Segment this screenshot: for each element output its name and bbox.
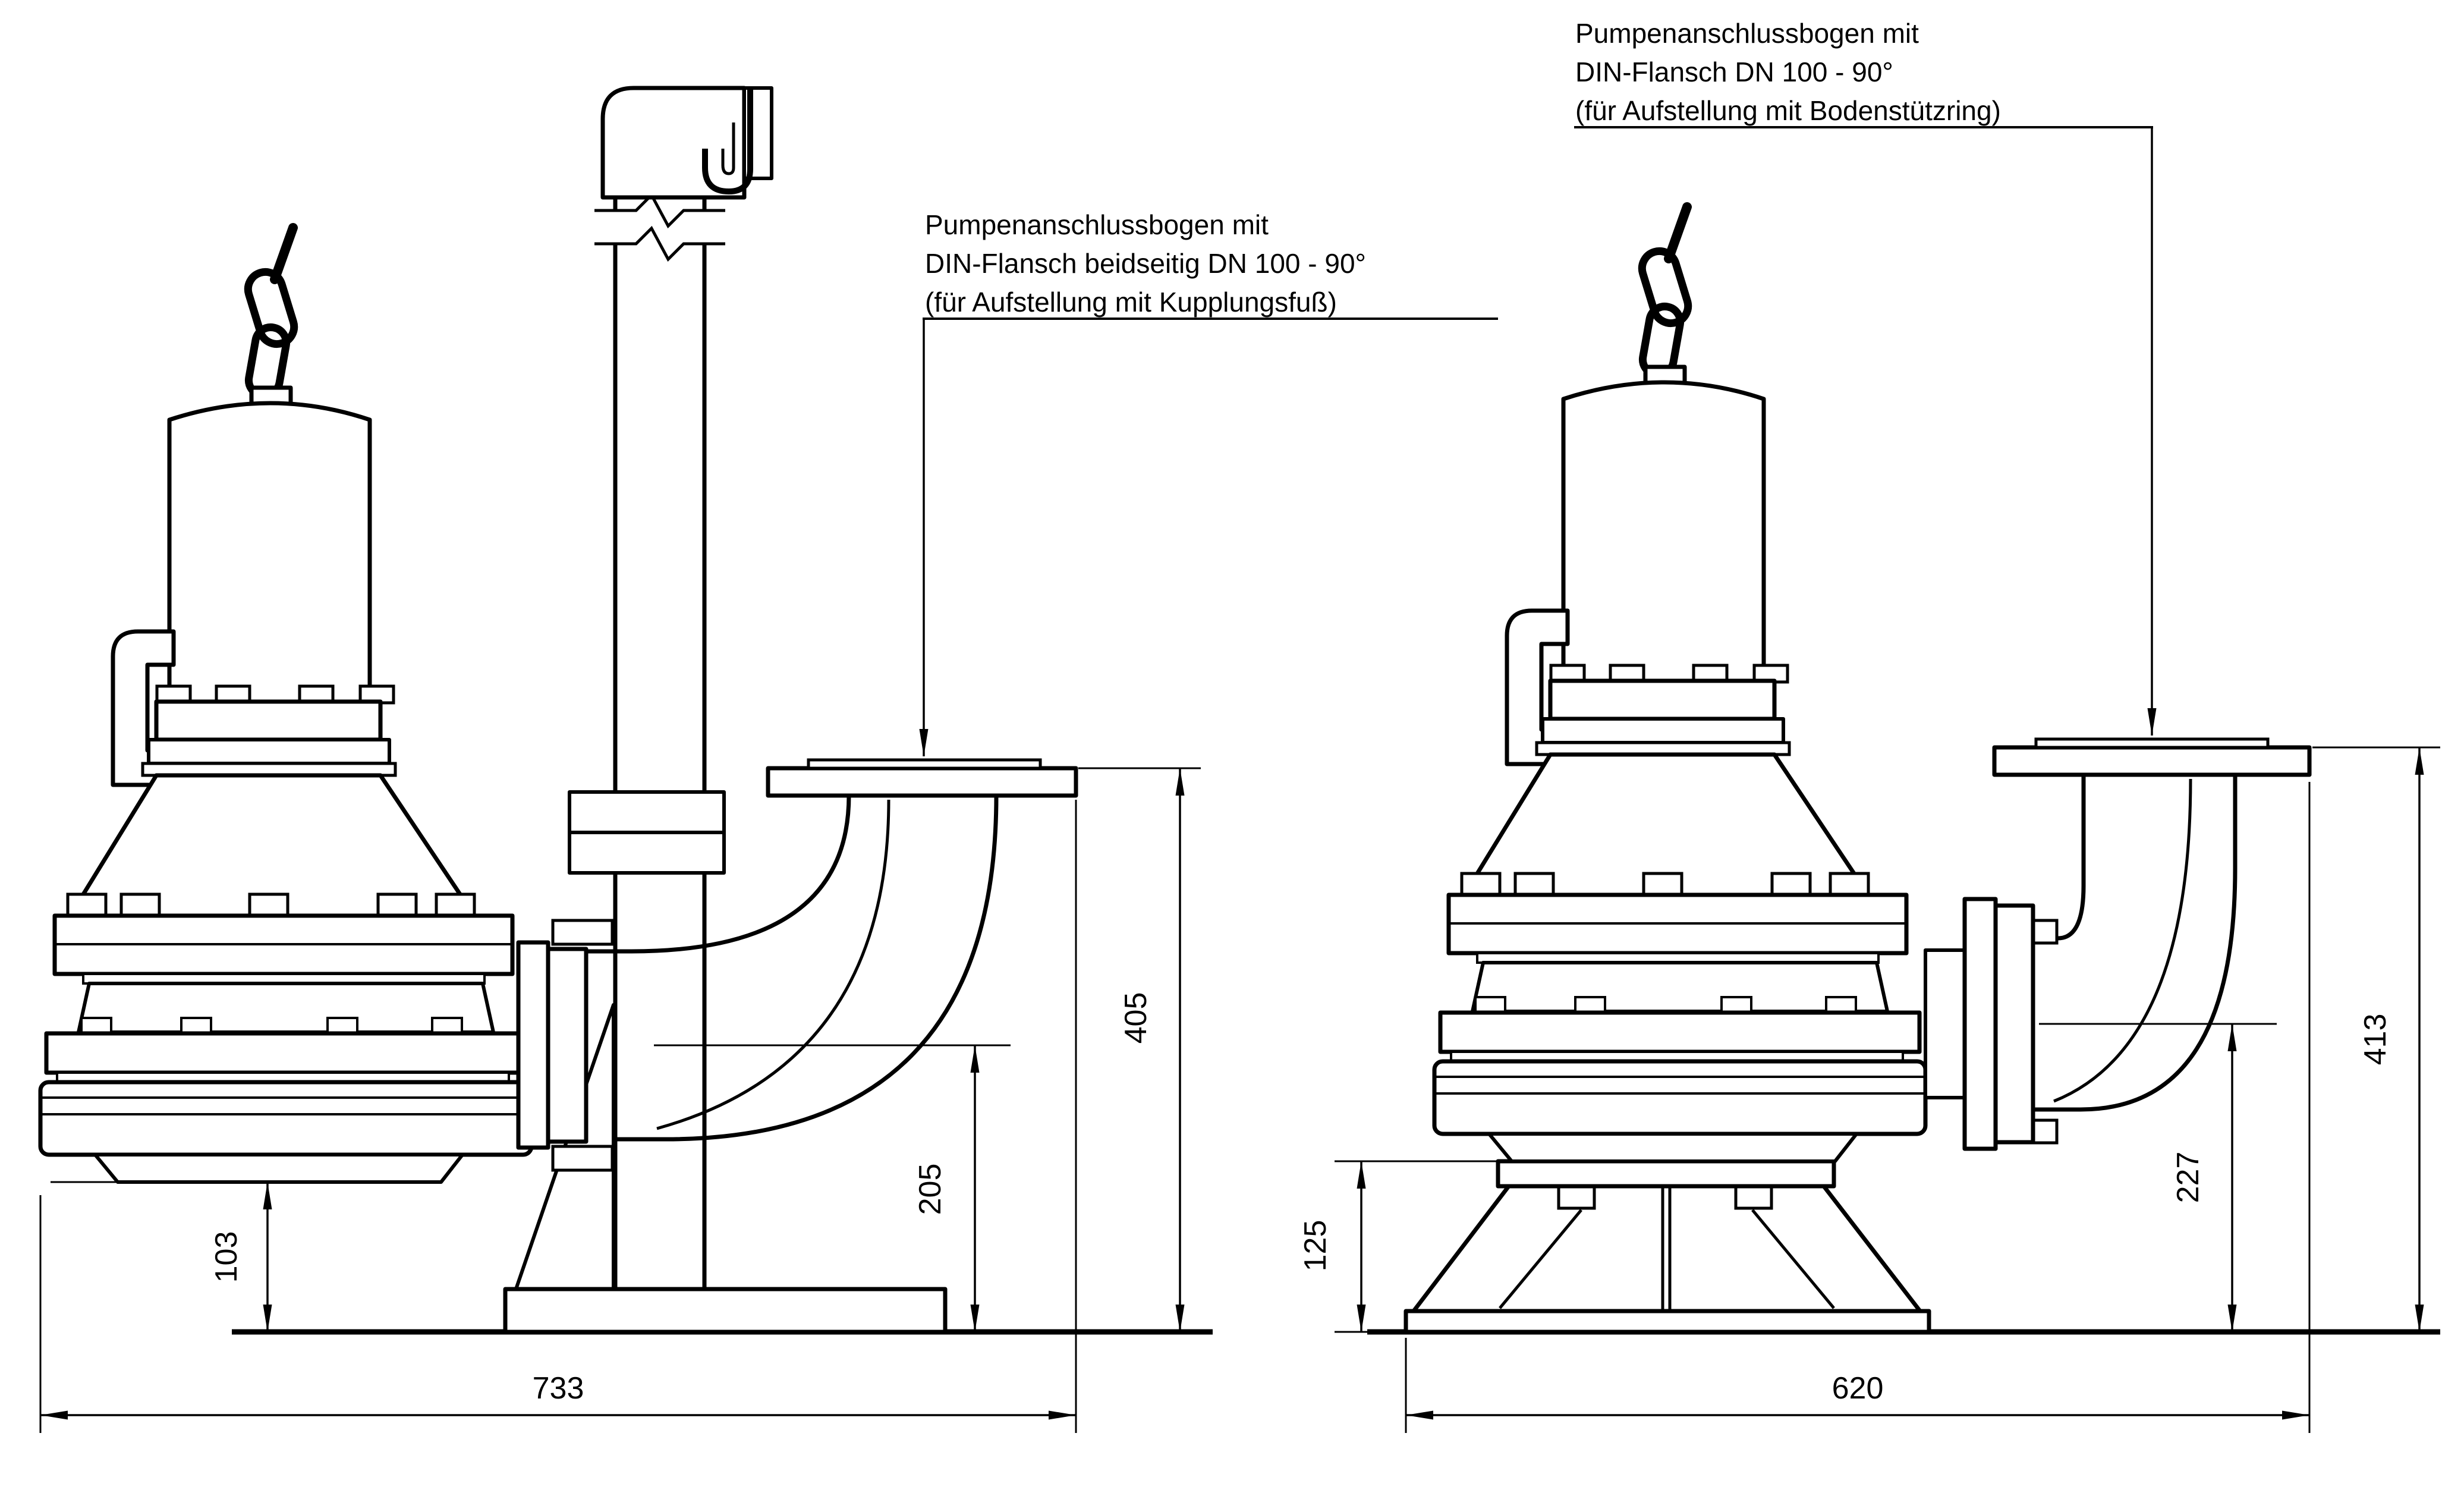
elbow-outer-curve	[2033, 775, 2238, 1112]
upper-guide-bracket	[600, 86, 747, 200]
pump-flange	[516, 940, 550, 1150]
elbow-bore-curve	[2053, 778, 2192, 1103]
annotation-line: Pumpenanschlussbogen mit	[1575, 18, 1919, 49]
annotation-coupling: Pumpenanschlussbogen mit DIN-Flansch bei…	[919, 209, 1498, 756]
elbow-outer-curve	[586, 795, 999, 1142]
annotation-ring: Pumpenanschlussbogen mit DIN-Flansch DN …	[1574, 18, 2157, 736]
pump-flange	[1962, 897, 1998, 1151]
dim-value: 205	[913, 1164, 948, 1215]
ring-leg-line	[1751, 1209, 1835, 1309]
annotation-line: Pumpenanschlussbogen mit	[925, 209, 1269, 240]
coupling-claw	[568, 831, 726, 875]
dim-value: 103	[209, 1231, 244, 1283]
right-view: 125 227 413 620 Pumpenanschlussbogen mit…	[1298, 18, 2440, 1433]
dim-value: 413	[2358, 1014, 2393, 1066]
dim-discharge-height: 205	[654, 1044, 1011, 1332]
guide-hook	[702, 88, 753, 195]
pipe-break-line	[594, 192, 725, 229]
left-view: 103 205 405 733 Pumpenanschlussbogen mit…	[39, 86, 1498, 1433]
elbow-bore-curve	[656, 799, 890, 1130]
elbow-top-gasket	[807, 758, 1042, 770]
dim-value: 125	[1298, 1220, 1333, 1272]
dim-value: 227	[2171, 1152, 2205, 1203]
dim-suction-clearance: 103	[51, 1181, 422, 1332]
floor-support-ring	[1403, 1159, 1931, 1334]
ring-top-plate	[1496, 1159, 1836, 1189]
guide-hook-inner	[721, 122, 735, 175]
elbow-flange	[1993, 903, 2035, 1145]
dim-overall-width: 620	[1405, 782, 2311, 1433]
elbow-inner-curve	[586, 795, 851, 954]
break-gap	[611, 209, 709, 243]
guide-pipe-column	[568, 86, 773, 1289]
flange-bolt	[551, 1145, 614, 1172]
elbow-top-flange	[766, 766, 1078, 798]
coupling-base-plate	[503, 1287, 948, 1334]
ring-leg-line	[1499, 1209, 1582, 1309]
discharge-nozzle	[1924, 948, 1966, 1099]
pump-right	[1434, 207, 1925, 1161]
dim-value: 405	[1119, 992, 1153, 1044]
annotation-line: (für Aufstellung mit Kupplungsfuß)	[925, 287, 1337, 318]
dim-discharge-height: 227	[2039, 1023, 2277, 1332]
discharge-flange-pair	[516, 919, 614, 1172]
discharge-elbow	[2033, 775, 2238, 1112]
elbow-top-flange	[1992, 745, 2312, 777]
ring-bottom-plate	[1403, 1309, 1931, 1334]
annotation-line: (für Aufstellung mit Bodenstützring)	[1575, 95, 2001, 126]
annotation-line: DIN-Flansch DN 100 - 90°	[1575, 56, 1893, 87]
coupling-claw	[568, 790, 726, 834]
pump-left	[40, 228, 531, 1182]
discharge-flange-pair	[1962, 897, 2059, 1151]
elbow-top-gasket	[2034, 737, 2270, 749]
flange-bolt	[551, 919, 614, 946]
dim-flange-height: 405	[1078, 767, 1201, 1332]
dim-overall-width: 733	[39, 800, 1077, 1433]
elbow-inner-curve	[2033, 775, 2086, 941]
elbow-flange	[546, 947, 589, 1144]
dim-flange-height: 413	[2312, 746, 2440, 1332]
pipe-break-line	[594, 225, 725, 262]
ring-nut	[1557, 1183, 1596, 1210]
ring-cone-shell	[1411, 1184, 1922, 1313]
dim-value: 733	[533, 1371, 584, 1406]
dim-value: 620	[1832, 1371, 1884, 1406]
discharge-elbow	[586, 795, 999, 1142]
dim-ring-height: 125	[1298, 1160, 1501, 1333]
annotation-line: DIN-Flansch beidseitig DN 100 - 90°	[925, 248, 1366, 279]
